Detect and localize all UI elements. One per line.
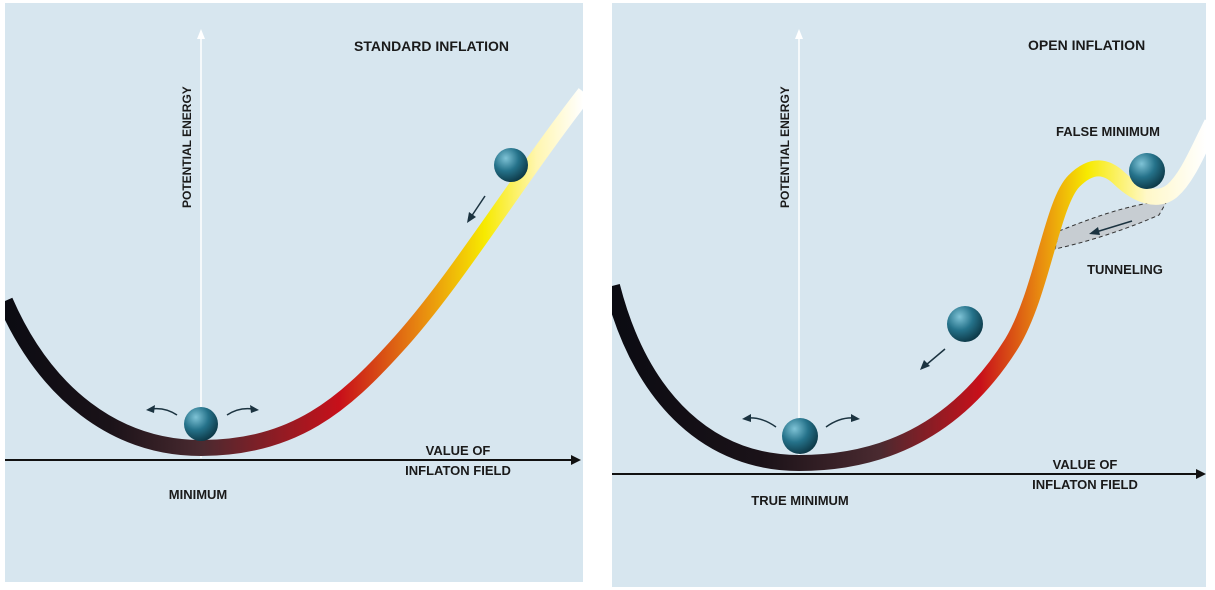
x-axis-label-line1: VALUE OF <box>1053 457 1118 472</box>
panel-title: OPEN INFLATION <box>1028 37 1145 53</box>
open-inflation-panel: POTENTIAL ENERGY OPEN INFLATION FALSE MI… <box>612 3 1206 587</box>
minimum-label: MINIMUM <box>169 487 228 502</box>
x-axis-arrowhead <box>571 455 581 465</box>
ball-at-minimum <box>184 407 218 441</box>
ball-at-false-minimum <box>1129 153 1165 189</box>
x-axis-arrowhead <box>1196 469 1206 479</box>
oscillation-arrowhead-left <box>742 414 751 422</box>
potential-curve <box>612 119 1206 472</box>
x-axis-label-line1: VALUE OF <box>426 443 491 458</box>
rolling-direction-arrow <box>925 348 946 366</box>
potential-curve <box>5 88 583 457</box>
true-minimum-label: TRUE MINIMUM <box>751 493 849 508</box>
oscillation-arrowhead-right <box>851 414 860 422</box>
rolling-direction-arrowhead <box>467 212 476 223</box>
y-axis-arrowhead <box>197 29 205 39</box>
y-axis-label: POTENTIAL ENERGY <box>180 86 194 208</box>
rolling-direction-arrowhead <box>920 360 930 370</box>
oscillation-arrowhead-left <box>146 405 155 413</box>
tunneling-label: TUNNELING <box>1087 262 1163 277</box>
panel-title: STANDARD INFLATION <box>354 38 509 54</box>
tunneling-region <box>1054 200 1168 250</box>
x-axis-label-line2: INFLATON FIELD <box>1032 477 1138 492</box>
standard-inflation-panel: POTENTIAL ENERGY STANDARD INFLATION VALU… <box>5 3 583 582</box>
ball-at-true-minimum <box>782 418 818 454</box>
tunneling-arrowhead <box>1089 227 1100 235</box>
y-axis-arrowhead <box>795 29 803 39</box>
rolling-direction-arrow <box>470 195 486 218</box>
y-axis-label: POTENTIAL ENERGY <box>778 86 792 208</box>
tunneling-arrow <box>1095 220 1133 233</box>
open-inflation-diagram: POTENTIAL ENERGY OPEN INFLATION FALSE MI… <box>612 3 1206 587</box>
panel-background <box>612 3 1206 587</box>
false-minimum-label: FALSE MINIMUM <box>1056 124 1160 139</box>
x-axis-label-line2: INFLATON FIELD <box>405 463 511 478</box>
oscillation-arrowhead-right <box>250 405 259 413</box>
panel-background <box>5 3 583 582</box>
rolling-ball <box>947 306 983 342</box>
rolling-ball <box>494 148 528 182</box>
standard-inflation-diagram: POTENTIAL ENERGY STANDARD INFLATION VALU… <box>5 3 583 582</box>
